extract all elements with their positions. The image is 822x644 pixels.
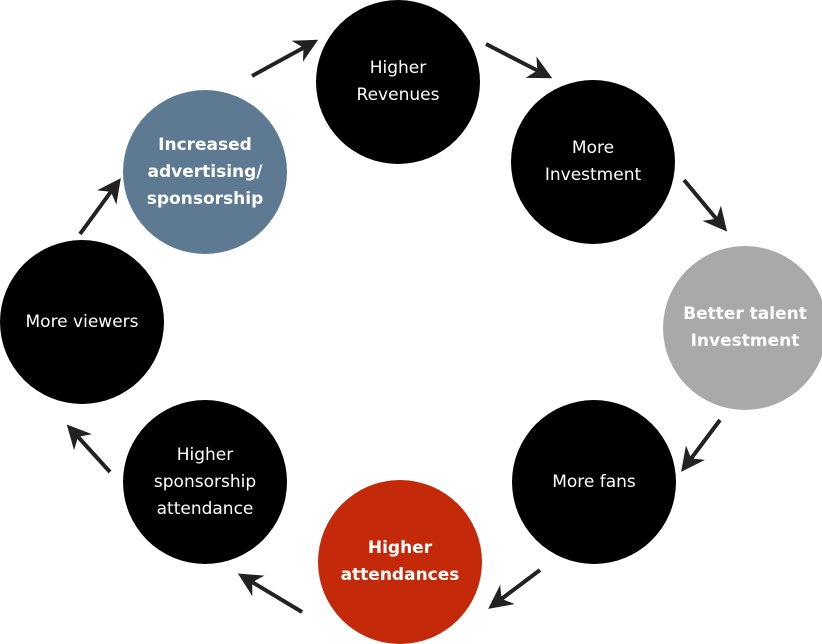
node-higher-revenues: Higher Revenues bbox=[316, 0, 480, 164]
arrow-advert-to-revenues bbox=[251, 39, 319, 78]
arrow-talent-to-fans bbox=[681, 418, 722, 472]
arrow-sponsor-to-viewers bbox=[66, 424, 112, 474]
node-label: More fans bbox=[552, 471, 636, 492]
node-more-investment: More Investment bbox=[511, 80, 675, 244]
arrow-revenues-to-investment bbox=[485, 42, 553, 79]
node-more-fans: More fans bbox=[512, 400, 676, 564]
node-label: Higher sponsorship attendance bbox=[153, 444, 257, 519]
node-more-viewers: More viewers bbox=[0, 240, 164, 404]
node-label: Better talent Investment bbox=[683, 304, 807, 351]
node-label: Increased advertising/ sponsorship bbox=[146, 134, 264, 209]
node-higher-sponsorship-attendance: Higher sponsorship attendance bbox=[123, 400, 287, 564]
arrow-fans-to-attend bbox=[488, 568, 542, 609]
node-label: More viewers bbox=[25, 311, 139, 332]
arrow-viewers-to-advert bbox=[78, 178, 121, 236]
node-higher-attendances: Higher attendances bbox=[318, 480, 482, 644]
arrow-attend-to-sponsor bbox=[237, 573, 304, 614]
node-increased-advertising-sponsorship: Increased advertising/ sponsorship bbox=[123, 90, 287, 254]
node-label: More Investment bbox=[544, 138, 642, 185]
arrow-investment-to-talent bbox=[682, 178, 728, 232]
node-label: Higher Revenues bbox=[356, 58, 440, 105]
node-better-talent-investment: Better talent Investment bbox=[663, 246, 822, 410]
node-label: Higher attendances bbox=[340, 538, 460, 585]
